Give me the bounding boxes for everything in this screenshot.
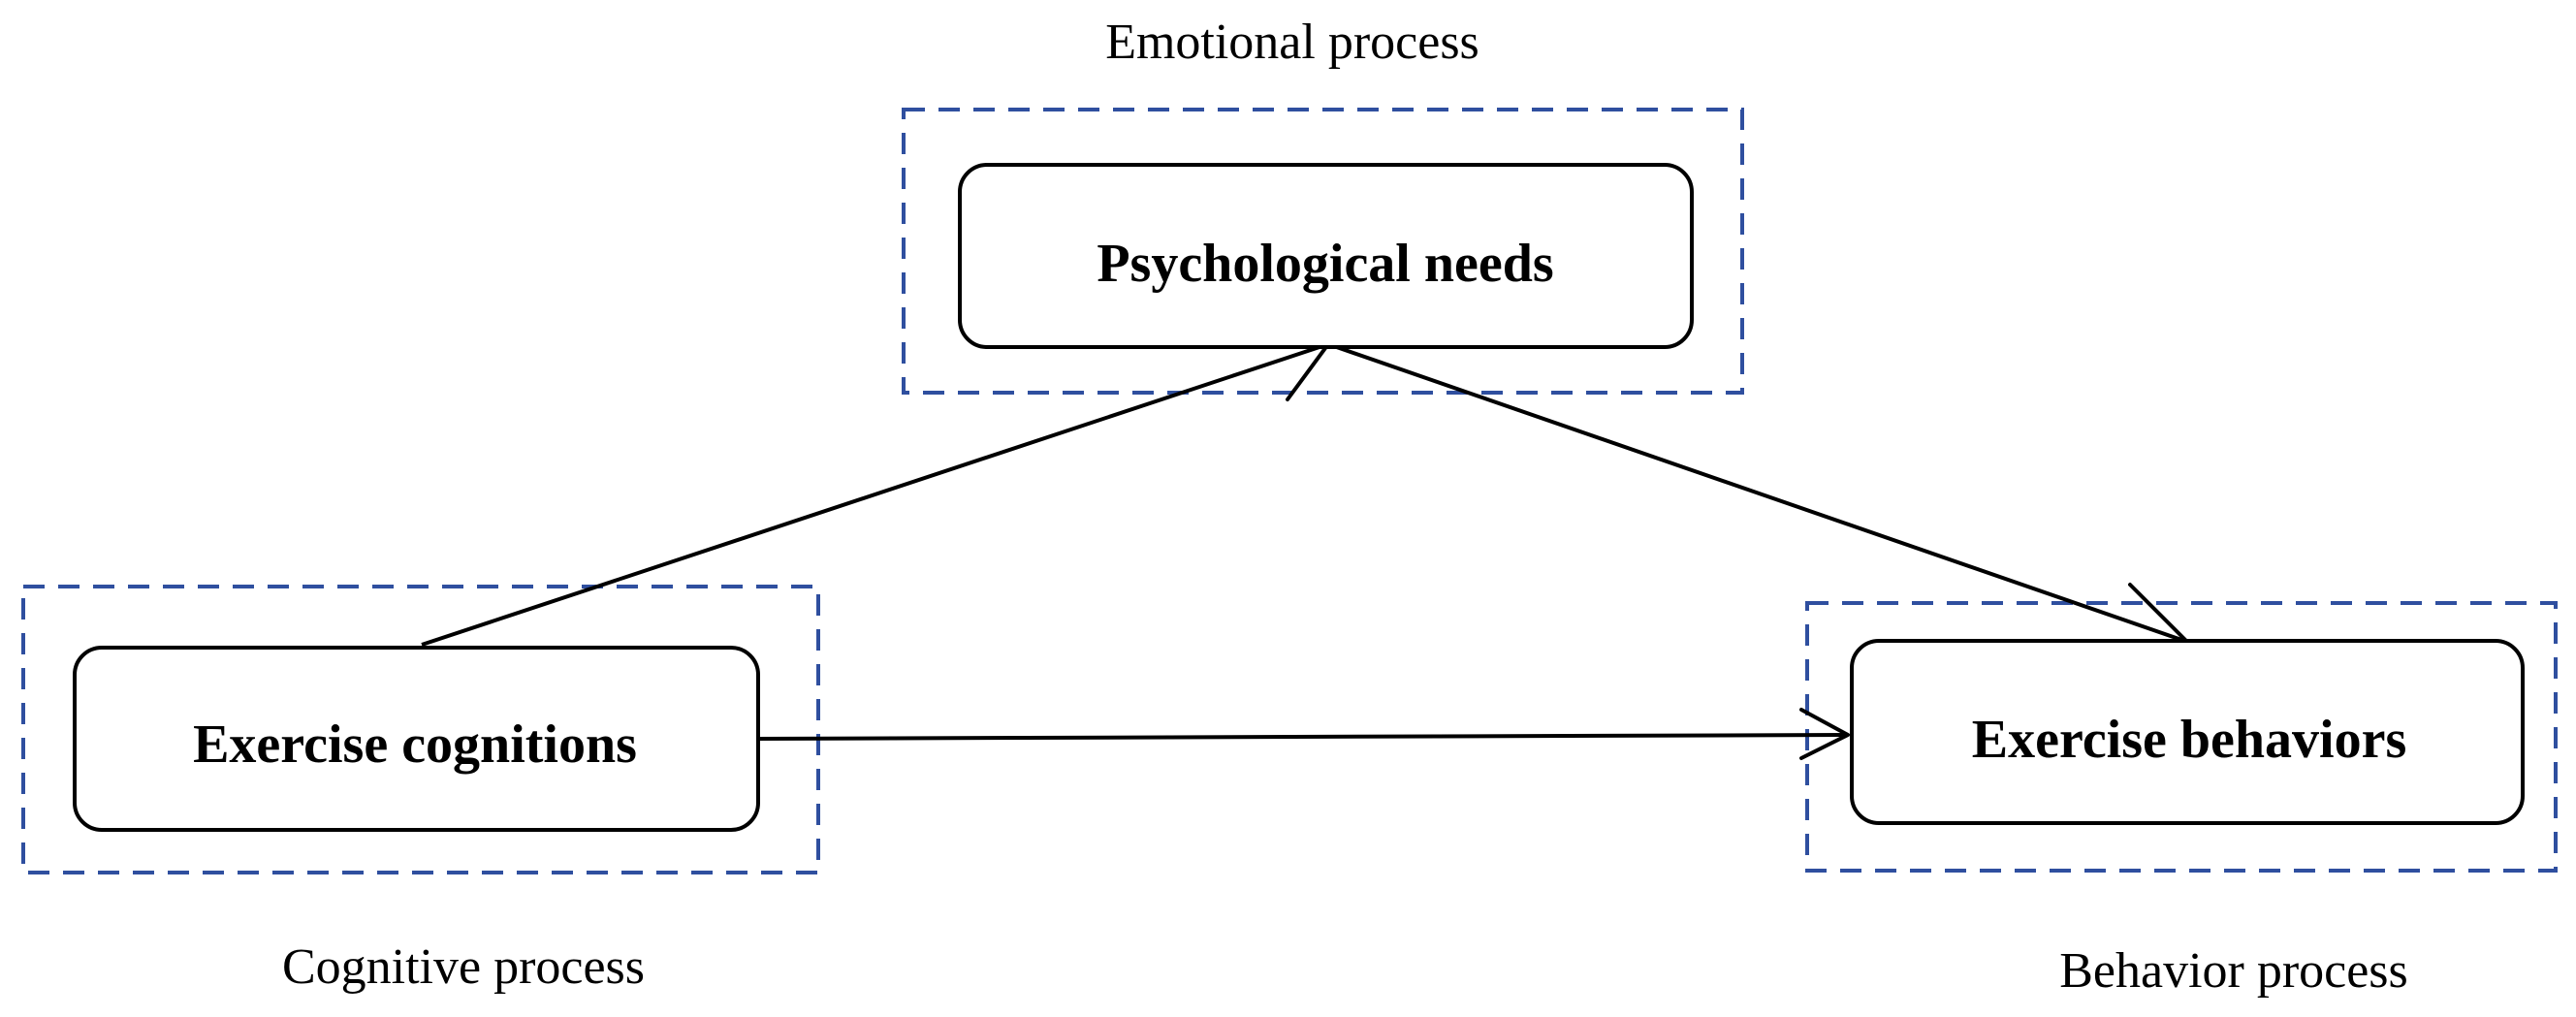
exercise-behaviors-label: Exercise behaviors [1972, 710, 2406, 770]
edge-cognitions-to-needs [421, 318, 1330, 647]
arrowhead-icon [1799, 708, 1850, 760]
cognitive-process-label: Cognitive process [282, 939, 645, 995]
behavior-process-label: Behavior process [2059, 943, 2408, 999]
psychological-needs-label: Psychological needs [1097, 234, 1553, 294]
emotional-process-label: Emotional process [1105, 15, 1479, 70]
exercise-cognitions-label: Exercise cognitions [193, 715, 637, 775]
exercise-cognitions-box [73, 646, 760, 832]
exercise-behaviors-box [1850, 639, 2525, 825]
edge-cognitions-to-behaviors [757, 708, 1850, 760]
cognitive-process-group-box [21, 585, 820, 874]
emotional-process-group-box [902, 108, 1744, 395]
psychological-needs-box [958, 163, 1694, 349]
